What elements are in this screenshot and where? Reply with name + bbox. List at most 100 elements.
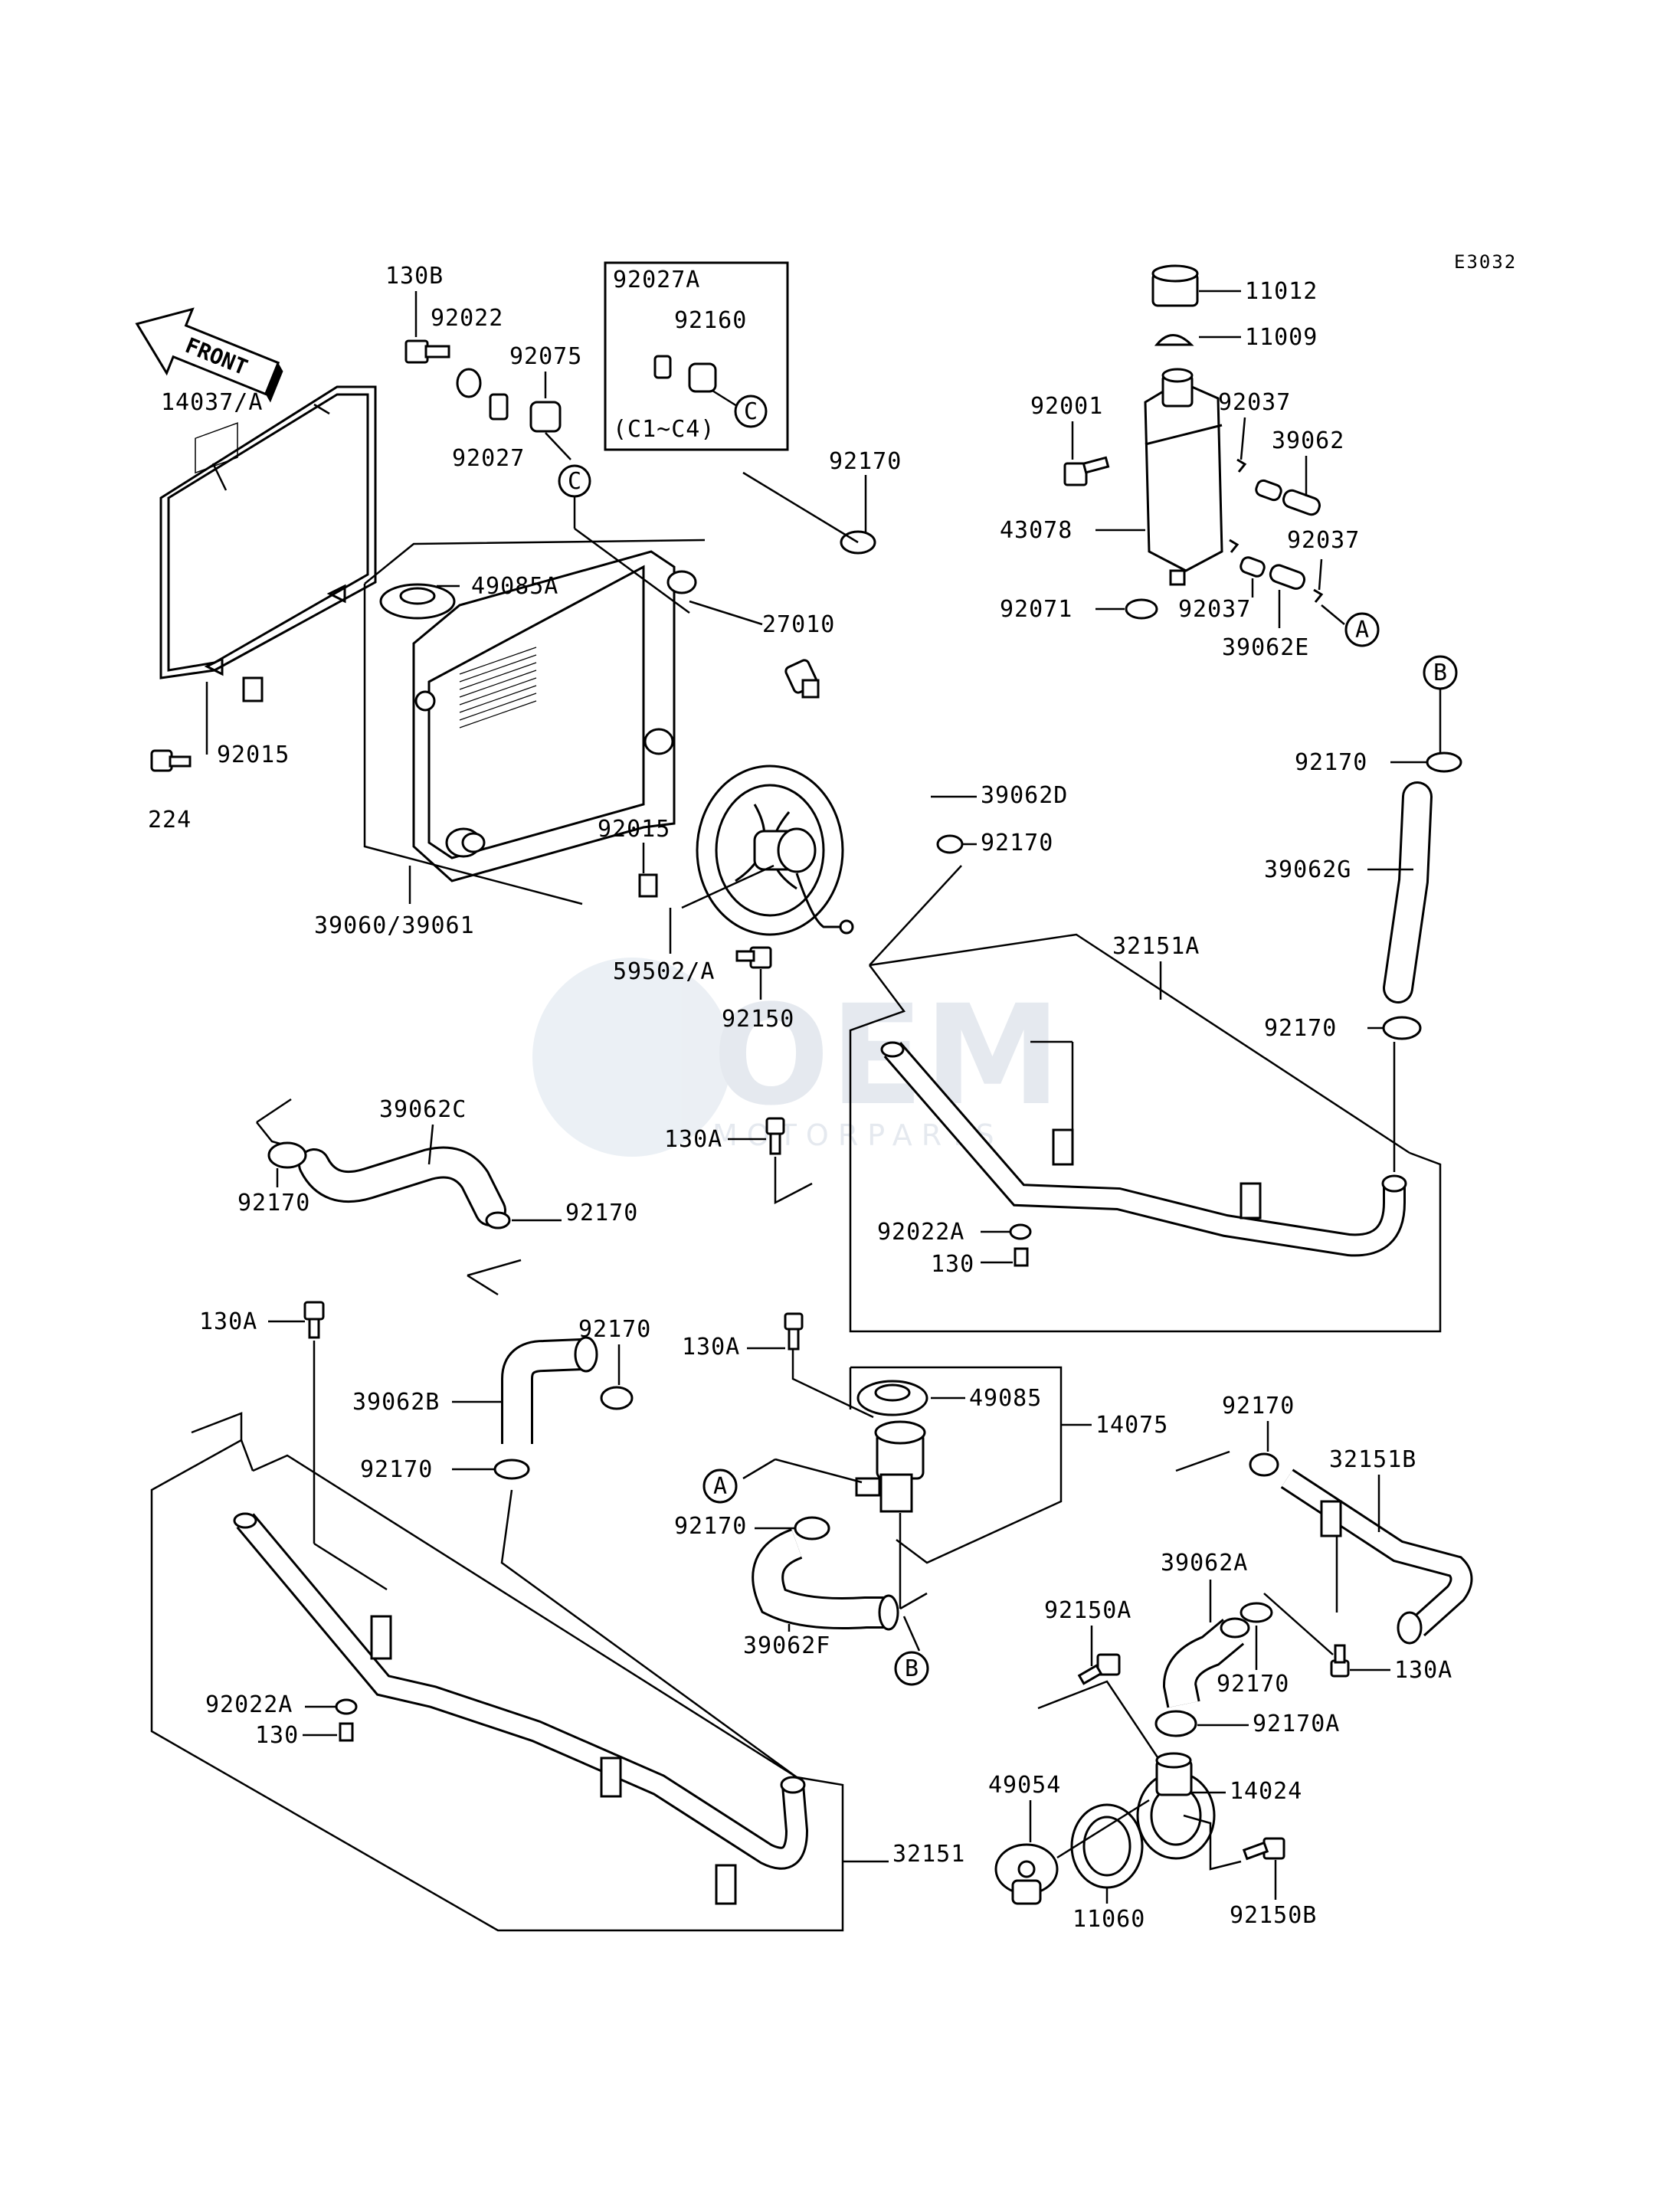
- ref-marker-c-inset-label: C: [744, 398, 758, 425]
- label-130a-1: 130A: [664, 1126, 722, 1153]
- label-92160: 92160: [674, 307, 747, 334]
- bolt-92150-part: [735, 946, 772, 969]
- clamp-92170-f-part: [485, 1211, 511, 1229]
- ref-marker-c-inset: [734, 395, 768, 428]
- label-59502: 59502/A: [613, 958, 715, 985]
- label-11060: 11060: [1073, 1906, 1145, 1933]
- bolt-130a-4-part: [1330, 1644, 1350, 1678]
- clip-92037-b-part: [1229, 539, 1240, 553]
- label-92170-b: 92170: [1264, 1015, 1337, 1042]
- box-32151a: [849, 964, 1442, 1333]
- label-39062a: 39062A: [1161, 1550, 1248, 1577]
- label-14024: 14024: [1230, 1778, 1302, 1805]
- label-92150: 92150: [722, 1006, 794, 1033]
- label-32151a: 32151A: [1112, 933, 1200, 960]
- pipe-32151b-part: [1280, 1468, 1473, 1645]
- hose-39062f-part: [752, 1528, 899, 1631]
- label-39062f: 39062F: [743, 1632, 830, 1659]
- label-32151: 32151: [892, 1841, 965, 1868]
- label-39062e: 39062E: [1222, 634, 1309, 661]
- label-39062d: 39062D: [981, 782, 1068, 809]
- collar-92027a-part: [653, 355, 672, 379]
- label-92170-f: 92170: [565, 1200, 638, 1226]
- clamp-92170-e-part: [267, 1141, 307, 1169]
- washer-92022a-1-part: [1009, 1223, 1032, 1240]
- label-92170-d: 92170: [981, 830, 1053, 856]
- clamp-92170-d-part: [936, 834, 964, 854]
- label-14075: 14075: [1095, 1412, 1168, 1439]
- fan-switch-27010-part: [784, 659, 820, 699]
- label-92170-i: 92170: [674, 1513, 747, 1540]
- radiator-screen: [159, 385, 377, 755]
- radiator-cap-49085a-part: [379, 583, 456, 620]
- clamp-92170-h-part: [493, 1459, 530, 1480]
- label-39062g: 39062G: [1264, 856, 1351, 883]
- clamp-92170-g-part: [600, 1386, 634, 1410]
- thermostat-49054-part: [994, 1843, 1059, 1905]
- label-11012: 11012: [1245, 278, 1318, 305]
- label-92022: 92022: [431, 305, 503, 332]
- radiator-cap-49085-part: [856, 1380, 928, 1416]
- bolt-130a-2-part: [303, 1301, 325, 1339]
- label-224: 224: [148, 807, 192, 833]
- pipe-32151-part: [233, 1512, 809, 1905]
- label-130a-2: 130A: [199, 1308, 257, 1335]
- label-92170-g: 92170: [578, 1316, 651, 1343]
- bolt-92150b-part: [1242, 1837, 1285, 1861]
- globe-icon: [532, 958, 732, 1157]
- ref-marker-c-label: C: [568, 468, 582, 495]
- inset-box: [604, 261, 789, 451]
- label-11009: 11009: [1245, 324, 1318, 351]
- hose-39062c-part: [298, 1146, 506, 1226]
- watermark: OEM MOTORPARTS: [532, 958, 1061, 1157]
- label-27010: 27010: [762, 611, 835, 638]
- label-130-2: 130: [255, 1722, 299, 1749]
- inset-note: (C1~C4): [613, 416, 715, 443]
- ref-marker-b-bottom-label: B: [905, 1655, 919, 1682]
- box-32151: [150, 1412, 844, 1932]
- label-92170-c: 92170: [829, 448, 902, 475]
- washer-92022-part: [456, 368, 482, 398]
- label-39062b: 39062B: [352, 1389, 440, 1416]
- hose-39062g-part: [1383, 781, 1433, 1004]
- label-92037-b: 92037: [1287, 527, 1360, 554]
- ref-marker-a-top-label: A: [1355, 617, 1370, 643]
- label-92075: 92075: [509, 343, 582, 370]
- grommet-92071-part: [1125, 598, 1158, 620]
- hose-39062b-part: [501, 1336, 598, 1444]
- label-92150b: 92150B: [1230, 1902, 1317, 1929]
- clip-92015-b-part: [638, 873, 658, 898]
- bolt-130-1-part: [1014, 1247, 1029, 1267]
- pipe-32151a-part: [880, 1041, 1407, 1257]
- label-92037-c: 92037: [1178, 596, 1251, 623]
- label-39062c: 39062C: [379, 1096, 467, 1123]
- bolt-130b-part: [404, 339, 450, 364]
- label-92027a: 92027A: [613, 267, 700, 293]
- collar-92027-part: [489, 393, 509, 421]
- box-14075: [850, 1366, 1063, 1564]
- grommet-92160-part: [688, 362, 717, 393]
- label-32151b: 32151B: [1329, 1446, 1416, 1473]
- label-92170-h: 92170: [360, 1456, 433, 1483]
- label-92170-k: 92170: [1217, 1671, 1289, 1698]
- bolt-92150a-part: [1077, 1653, 1121, 1685]
- hose-39062d-part: [864, 542, 959, 848]
- label-43078: 43078: [1000, 517, 1073, 544]
- bolt-130-2-part: [339, 1722, 354, 1742]
- washer-92022a-2-part: [335, 1698, 358, 1715]
- hose-39062a-part: [1162, 1617, 1250, 1708]
- label-49085a: 49085A: [471, 573, 558, 600]
- bolt-92001-part: [1063, 456, 1110, 486]
- bolt-130a-1-part: [765, 1117, 785, 1155]
- label-92027: 92027: [452, 445, 525, 472]
- diagram-code: E3032: [1454, 251, 1517, 273]
- clamp-92170-i-part: [794, 1516, 830, 1541]
- label-92150a: 92150A: [1044, 1597, 1131, 1624]
- ref-marker-a-top: [1344, 612, 1380, 647]
- gasket-11060-part: [1070, 1803, 1144, 1889]
- label-92015-a: 92015: [217, 742, 290, 768]
- clamp-92170-a-part: [1426, 751, 1462, 773]
- clamp-92170-b-part: [1382, 1016, 1422, 1040]
- label-39060: 39060/39061: [314, 912, 475, 939]
